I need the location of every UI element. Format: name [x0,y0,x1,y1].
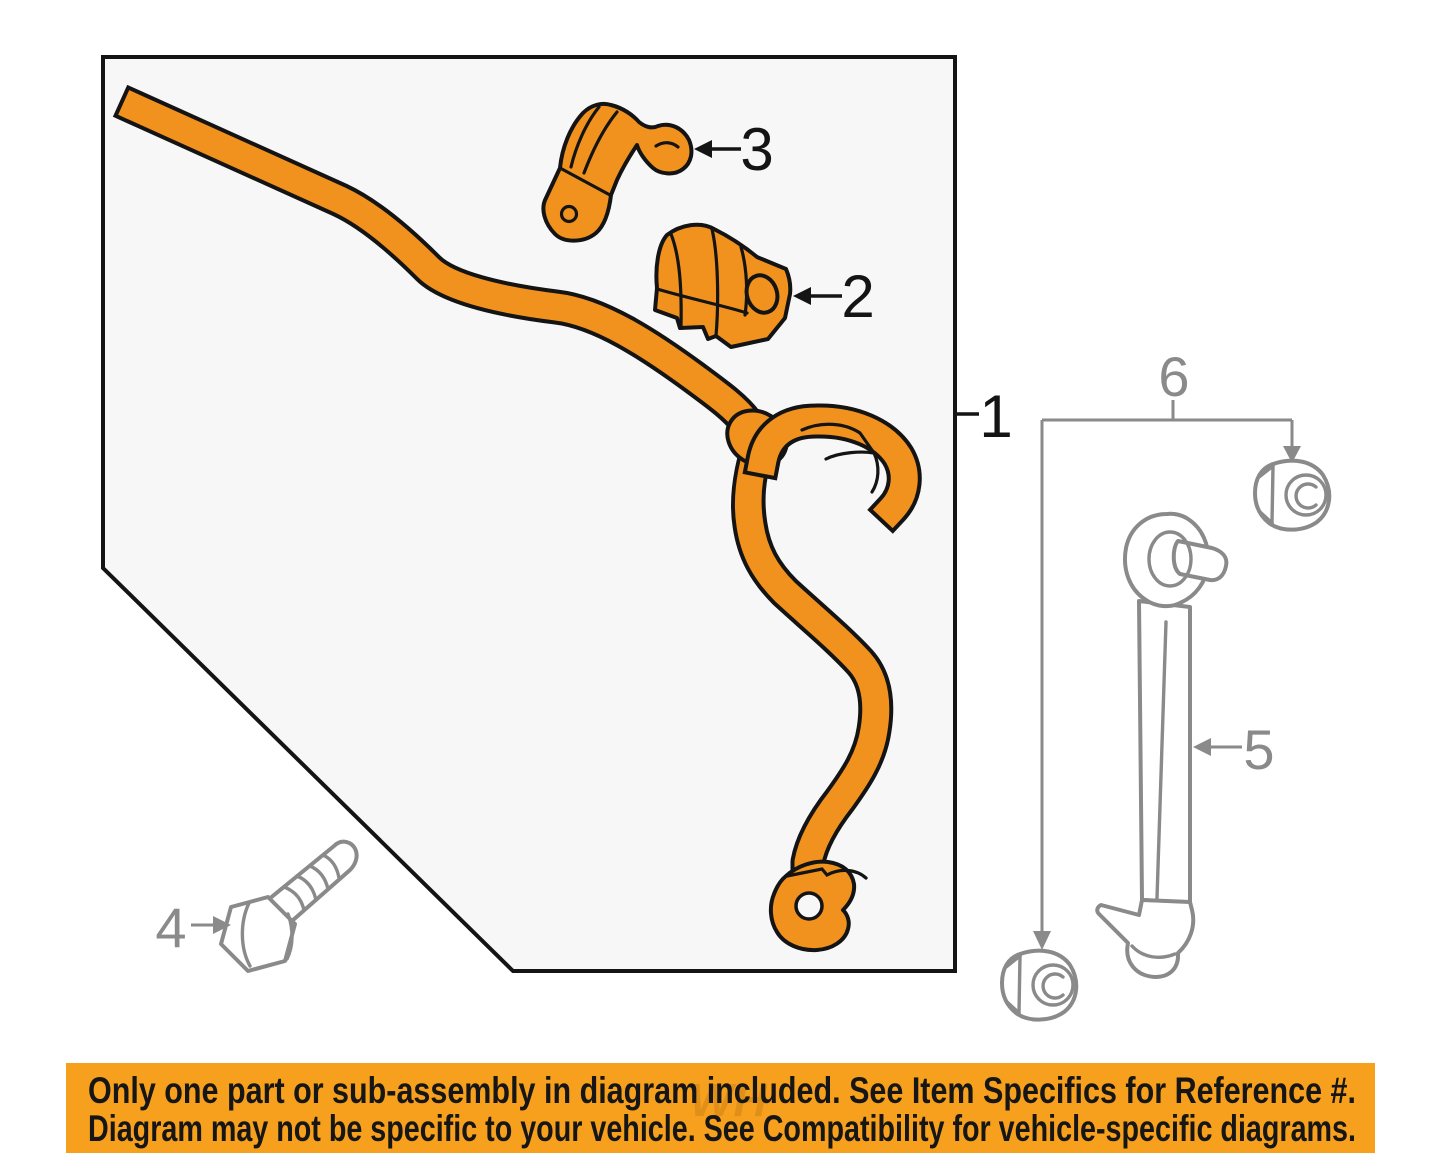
stabilizer-bar-part [112,84,922,953]
bushing-rib-3 [739,245,749,317]
link-shaft-ridge [1155,620,1168,900]
bushing-body [653,222,793,349]
callout-6-arrowhead-right [1283,446,1301,463]
callout-4-arrowhead [213,916,231,934]
bracket-part [541,101,694,243]
bracket-hole [559,204,579,224]
link-top-ball-detail [1147,530,1193,588]
callout-2-label: 2 [841,263,874,330]
bracket-bend-line [558,166,612,197]
nut-lower-facet-1 [1017,954,1022,1015]
stabilizer-bar-loop [747,407,918,529]
nut-upper-c-detail [1294,482,1318,510]
bushing-bore-hole [744,273,780,315]
bolt-thread-2 [295,874,318,902]
banner-line-2: Diagram may not be specific to your vehi… [88,1108,1356,1149]
link-top-housing [1123,511,1211,609]
callout-5-label: 5 [1243,718,1274,781]
banner-watermark: WH [690,1074,767,1126]
bolt-thread-1 [282,885,306,912]
callout-6-bracket [1040,400,1294,933]
paddle-edge-detail [785,867,868,880]
callout-2-arrowhead [793,287,811,305]
nut-lower-facet-2 [1004,954,1022,969]
link-bottom-housing [1095,898,1196,979]
nut-lower-facet-3 [1004,999,1021,1015]
nut-upper-facet-1 [1270,464,1275,525]
bushing-split-line [655,287,749,315]
nut-part-upper [1253,458,1332,532]
nut-upper-facet-3 [1257,509,1274,525]
bushing-part [653,222,793,349]
bracket-tip-line [654,141,680,149]
link-bottom-skirt-detail [1130,944,1177,959]
bolt-head-facet-1 [240,901,252,968]
stabilizer-bar-diagonal [118,90,765,441]
bolt-head [219,895,297,973]
callout-1-label: 1 [979,383,1012,450]
bushing-rib-1 [669,232,683,328]
callout-3-arrowhead [694,140,712,158]
link-bottom-crossbar [1140,898,1192,904]
loop-fold-tail [870,451,880,494]
nut-upper-ring [1284,473,1328,517]
callout-6-label: 6 [1158,345,1189,408]
banner-line-1: Only one part or sub-assembly in diagram… [88,1070,1356,1111]
stabilizer-bar-scurve [734,432,890,888]
bolt-part [219,839,359,973]
nut-lower-ring [1031,963,1075,1007]
notice-banner: WH Only one part or sub-assembly in diag… [66,1063,1375,1153]
bracket-ridge-line-1 [569,105,601,169]
callout-6-arrowhead-left [1033,931,1051,950]
callout-5-arrowhead [1193,738,1211,756]
nut-lower-c-detail [1041,972,1065,1000]
bolt-head-facet-2 [285,912,294,961]
loop-fold-detail [800,422,878,461]
nut-upper-facet-2 [1257,464,1275,479]
nut-part-lower [1000,948,1079,1022]
link-part [1095,511,1229,979]
paddle-bolt-hole [794,891,824,921]
bracket-ridge-line-2 [582,110,619,175]
bolt-thread-3 [308,864,330,891]
callout-3-label: 3 [740,116,773,183]
callout-lines: 1 2 3 4 5 6 [155,116,1301,959]
banner-background [66,1063,1375,1153]
link-top-stud [1171,539,1229,583]
bushing-rib-2 [710,227,720,338]
bolt-thread-4 [321,853,341,880]
callout-4-label: 4 [155,896,186,959]
